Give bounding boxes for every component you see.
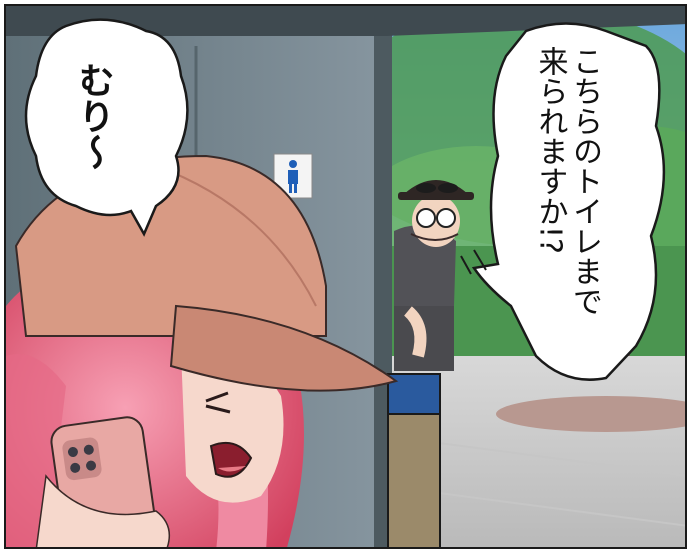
trash-bin xyxy=(387,373,441,415)
peeking-man xyxy=(394,180,474,371)
speech-text-left: むり〜 xyxy=(72,62,114,170)
speech-balloon-right-shape xyxy=(471,22,666,381)
roof xyxy=(6,6,685,36)
speech-balloon-left-shape xyxy=(24,18,189,237)
comic-panel: むり〜 こちらのトイレまで 来られますか!? xyxy=(4,4,687,549)
speech-text-right: こちらのトイレまで 来られますか!? xyxy=(532,46,603,316)
hand xyxy=(35,474,171,547)
panel-artwork xyxy=(6,6,685,547)
cap-brim xyxy=(169,304,399,392)
